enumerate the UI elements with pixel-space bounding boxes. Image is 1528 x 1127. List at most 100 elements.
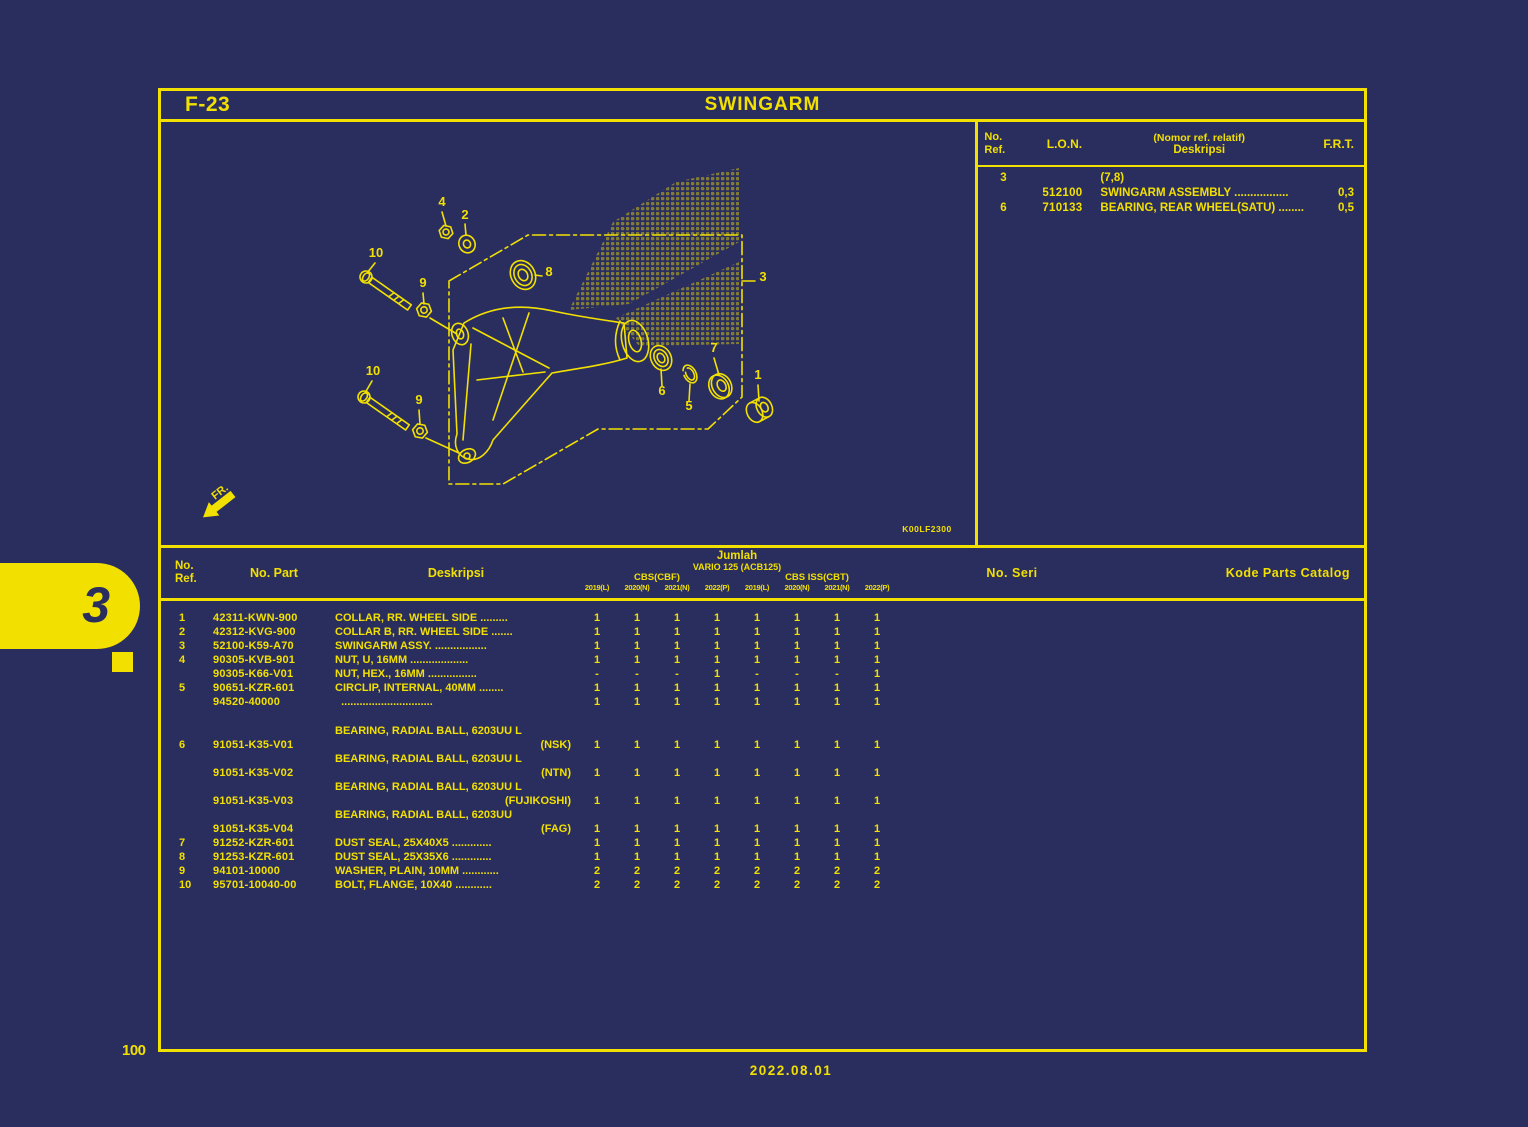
qty-cell: 1 xyxy=(873,795,881,807)
description-line: COLLAR B, RR. WHEEL SIDE ....... xyxy=(335,626,513,638)
qty-cell: 1 xyxy=(593,654,601,666)
qty-cell: 1 xyxy=(873,682,881,694)
qty-cell: 1 xyxy=(633,739,641,751)
part-10-bolt-upper xyxy=(359,270,413,311)
qty-cell: 1 xyxy=(673,682,681,694)
part-number-cell: 42311-KWN-900 xyxy=(213,612,298,624)
description-cell: CIRCLIP, INTERNAL, 40MM ........ xyxy=(335,681,577,695)
description-cell: COLLAR B, RR. WHEEL SIDE ....... xyxy=(335,625,577,639)
parts-header-seri: No. Seri xyxy=(986,566,1038,580)
part-8-bearing xyxy=(509,259,537,291)
ref-cell: 6 xyxy=(179,739,186,751)
qty-cell: 2 xyxy=(833,865,841,877)
frt-cell: 0,5 xyxy=(1338,202,1354,214)
qty-cell: 1 xyxy=(873,668,881,680)
page-title: SWINGARM xyxy=(704,94,821,115)
description-cell: BEARING, RADIAL BALL, 6203UU L(FUJIKOSHI… xyxy=(335,780,577,808)
description-cell: BEARING, RADIAL BALL, 6203UU L(NTN) xyxy=(335,752,577,780)
description-brand-line: (NTN) xyxy=(541,767,571,779)
qty-cell: 1 xyxy=(873,767,881,779)
qty-cell: 1 xyxy=(713,696,721,708)
qty-cell: 1 xyxy=(753,696,761,708)
swingarm-body xyxy=(450,306,650,465)
desc-cell: SWINGARM ASSEMBLY ................. xyxy=(1100,187,1289,199)
year-column-label: 2019(L) xyxy=(744,583,770,592)
part-number-cell: 91253-KZR-601 xyxy=(213,851,295,863)
qty-cell: 1 xyxy=(873,696,881,708)
assembly-boundary-box xyxy=(448,234,756,485)
lon-header-lon: L.O.N. xyxy=(1046,137,1083,151)
qty-cell: 1 xyxy=(833,682,841,694)
qty-cell: 2 xyxy=(593,865,601,877)
qty-cell: 2 xyxy=(873,879,881,891)
table-row: 1 42311-KWN-900 COLLAR, RR. WHEEL SIDE ...… xyxy=(171,611,1364,625)
qty-cell: 1 xyxy=(793,640,801,652)
part-number-cell: 94101-10000 xyxy=(213,865,281,877)
qty-cell: 1 xyxy=(793,682,801,694)
lon-table: No. Ref. L.O.N. (Nomor ref. relatif) Des… xyxy=(975,122,1364,545)
description-line: BEARING, RADIAL BALL, 6203UU L xyxy=(335,725,522,737)
parts-header-desc: Deskripsi xyxy=(427,566,485,580)
part-number-cell: 95701-10040-00 xyxy=(213,879,297,891)
qty-cell: 1 xyxy=(713,668,721,680)
qty-cell: 1 xyxy=(713,795,721,807)
qty-cell: 1 xyxy=(633,682,641,694)
qty-cell: 2 xyxy=(673,879,681,891)
description-cell: BEARING, RADIAL BALL, 6203UU L(NSK) xyxy=(335,724,577,752)
parts-table-body: 1 42311-KWN-900 COLLAR, RR. WHEEL SIDE ...… xyxy=(161,601,1364,892)
qty-cell: - xyxy=(675,668,679,680)
table-row: 91051-K35-V02 BEARING, RADIAL BALL, 6203U… xyxy=(171,752,1364,780)
description-cell: WASHER, PLAIN, 10MM ............ xyxy=(335,864,577,878)
part-number-cell: 90651-KZR-601 xyxy=(213,682,295,694)
description-line: BOLT, FLANGE, 10X40 ............ xyxy=(335,879,492,891)
ref-cell: 3 xyxy=(1000,172,1007,184)
part-number-cell: 91051-K35-V02 xyxy=(213,767,294,779)
qty-cell: 1 xyxy=(833,837,841,849)
qty-cell: 2 xyxy=(793,865,801,877)
callout-label-9: 9 xyxy=(419,275,426,290)
description-line: COLLAR, RR. WHEEL SIDE ......... xyxy=(335,612,508,624)
part-10-bolt-lower xyxy=(357,390,411,431)
lon-cell: 512100 xyxy=(1042,187,1083,199)
qty-cell: 1 xyxy=(633,612,641,624)
qty-cell: 1 xyxy=(793,626,801,638)
fr-arrow: FR. xyxy=(203,482,236,518)
desc-cell: BEARING, REAR WHEEL(SATU) ........ xyxy=(1100,202,1304,214)
description-cell: NUT, HEX., 16MM ................ xyxy=(335,667,577,681)
qty-cell: 1 xyxy=(753,851,761,863)
part-number-cell: 42312-KVG-900 xyxy=(213,626,296,638)
qty-cell: 1 xyxy=(753,739,761,751)
description-brand-line: (FAG) xyxy=(541,823,571,835)
qty-cell: 1 xyxy=(873,851,881,863)
ref-cell xyxy=(978,186,1028,201)
ref-cell: 8 xyxy=(179,851,186,863)
qty-cell: 1 xyxy=(753,837,761,849)
qty-cell: 1 xyxy=(713,626,721,638)
qty-cell: 1 xyxy=(593,767,601,779)
qty-cell: 2 xyxy=(793,879,801,891)
qty-cell: 1 xyxy=(873,823,881,835)
part-number-cell: 91051-K35-V04 xyxy=(213,823,294,835)
description-line: DUST SEAL, 25X40X5 ............. xyxy=(335,837,492,849)
qty-cell: 1 xyxy=(713,612,721,624)
qty-cell: 1 xyxy=(713,682,721,694)
qty-cell: 1 xyxy=(753,626,761,638)
qty-cell: 1 xyxy=(793,851,801,863)
qty-cell: 1 xyxy=(793,795,801,807)
part-5-circlip xyxy=(682,364,698,384)
qty-cell: 1 xyxy=(673,795,681,807)
diagram-code: K00LF2300 xyxy=(902,524,951,534)
qty-cell: 1 xyxy=(713,823,721,835)
qty-cell: 1 xyxy=(633,851,641,863)
section-tab: 3 xyxy=(0,563,140,649)
qty-cell: 1 xyxy=(753,823,761,835)
qty-cell: - xyxy=(835,668,839,680)
lon-header-ref: No. Ref. xyxy=(984,131,1006,156)
